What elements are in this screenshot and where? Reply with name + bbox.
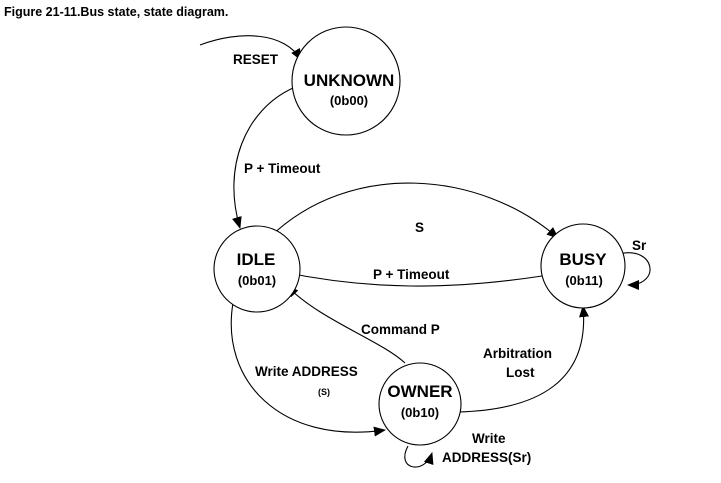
busy-self-loop [617, 252, 651, 290]
label-busy-self: Sr [632, 238, 647, 253]
label-busy-to-idle: P + Timeout [373, 267, 450, 282]
state-owner-code: (0b10) [401, 405, 439, 420]
busy-to-idle-arrow [282, 269, 543, 287]
label-idle-to-owner: Write ADDRESS [255, 364, 358, 379]
state-busy [540, 223, 626, 309]
state-idle [213, 225, 301, 313]
label-unknown-to-idle: P + Timeout [244, 161, 321, 176]
reset-arrow [199, 35, 302, 61]
label-owner-to-busy-line2: Lost [506, 365, 535, 380]
idle-to-owner-arrow [230, 302, 386, 437]
state-owner-name: OWNER [387, 382, 452, 401]
label-owner-to-idle: Command P [361, 322, 440, 337]
label-owner-self-line2: ADDRESS(Sr) [442, 450, 531, 465]
state-idle-name: IDLE [237, 250, 276, 269]
figure-title: Figure 21-11.Bus state, state diagram. [4, 5, 229, 19]
state-owner [378, 362, 462, 446]
state-busy-code: (0b11) [565, 273, 603, 288]
label-idle-to-owner-sub: (S) [318, 387, 330, 397]
owner-to-idle-arrow [286, 285, 406, 364]
state-unknown-name: UNKNOWN [304, 71, 395, 90]
state-unknown [291, 26, 401, 136]
owner-self-loop [404, 445, 434, 468]
state-busy-name: BUSY [559, 250, 607, 269]
label-idle-to-busy: S [415, 220, 424, 235]
idle-to-busy-arrow [269, 182, 559, 239]
unknown-to-idle-arrow [232, 87, 294, 229]
label-owner-to-busy-line1: Arbitration [483, 346, 552, 361]
owner-to-busy-arrow [456, 305, 590, 413]
state-idle-code: (0b01) [238, 273, 276, 288]
state-unknown-code: (0b00) [330, 93, 368, 108]
label-reset: RESET [233, 52, 279, 67]
label-owner-self-line1: Write [472, 431, 506, 446]
